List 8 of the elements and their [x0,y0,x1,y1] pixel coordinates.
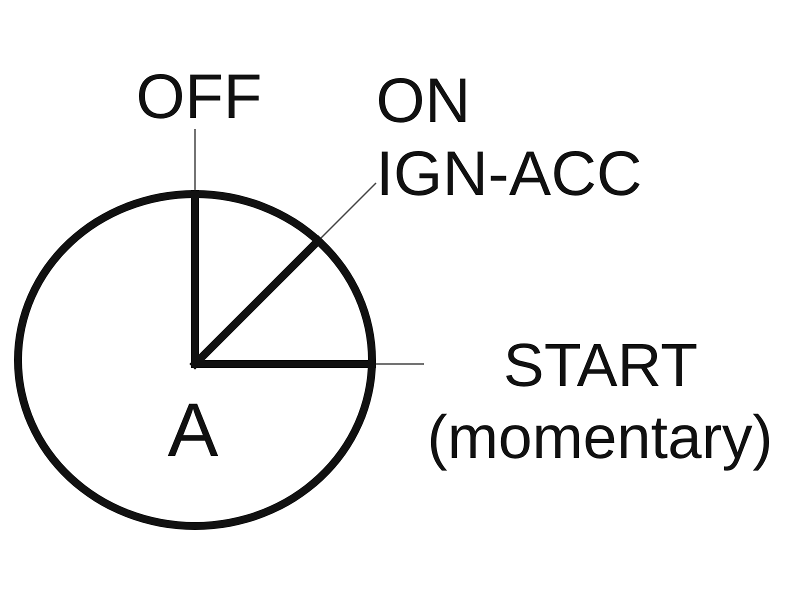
leader-line [194,129,196,190]
position-label: OFF [135,66,263,129]
position-label: START (momentary) [424,329,776,473]
dial-circle [14,190,376,530]
dial-label: A [166,393,220,469]
leader-line [376,363,424,365]
leader-line [320,182,377,239]
position-label: ON IGN-ACC [376,65,666,211]
